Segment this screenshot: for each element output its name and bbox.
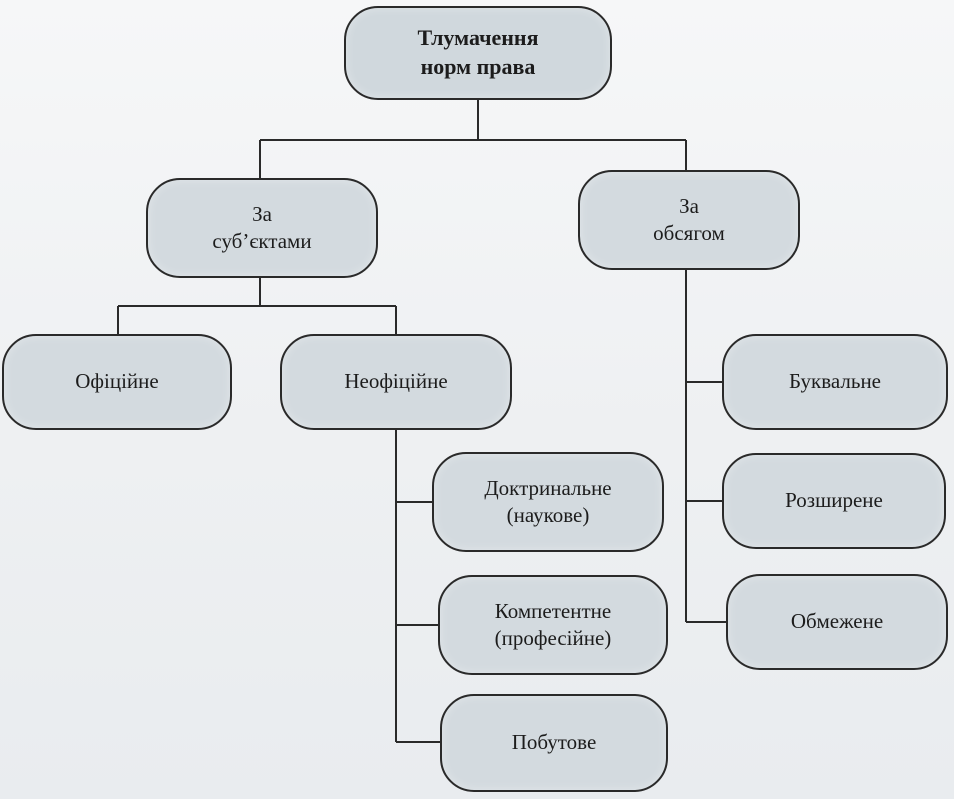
- node-by-subjects-line-2: суб’єктами: [212, 229, 312, 253]
- node-doctrinal-line-1: Доктринальне: [484, 475, 612, 500]
- node-extended-line-1: Розширене: [785, 488, 883, 513]
- node-by-scope-line-1: За: [679, 193, 699, 218]
- node-competent: Компетентне (професійне): [438, 575, 668, 675]
- node-unofficial-line-1: Неофіційне: [344, 369, 448, 394]
- node-restricted: Обмежене: [726, 574, 948, 670]
- node-competent-line-2: (професійне): [494, 626, 612, 650]
- node-root-line-1: Тлумачення: [417, 25, 539, 51]
- node-everyday-line-1: Побутове: [511, 730, 597, 755]
- node-unofficial: Неофіційне: [280, 334, 512, 430]
- node-doctrinal-line-2: (наукове): [506, 503, 590, 527]
- node-everyday: Побутове: [440, 694, 668, 792]
- node-by-subjects-line-1: За: [252, 201, 272, 226]
- node-competent-line-1: Компетентне: [494, 598, 612, 623]
- node-by-subjects: За суб’єктами: [146, 178, 378, 278]
- node-restricted-line-1: Обмежене: [790, 609, 884, 634]
- node-root-line-2: норм права: [420, 54, 536, 79]
- node-literal: Буквальне: [722, 334, 948, 430]
- node-official: Офіційне: [2, 334, 232, 430]
- node-literal-line-1: Буквальне: [789, 369, 881, 394]
- node-official-line-1: Офіційне: [75, 369, 159, 394]
- node-by-scope: За обсягом: [578, 170, 800, 270]
- node-by-scope-line-2: обсягом: [653, 221, 725, 245]
- node-root: Тлумачення норм права: [344, 6, 612, 100]
- node-extended: Розширене: [722, 453, 946, 549]
- node-doctrinal: Доктринальне (наукове): [432, 452, 664, 552]
